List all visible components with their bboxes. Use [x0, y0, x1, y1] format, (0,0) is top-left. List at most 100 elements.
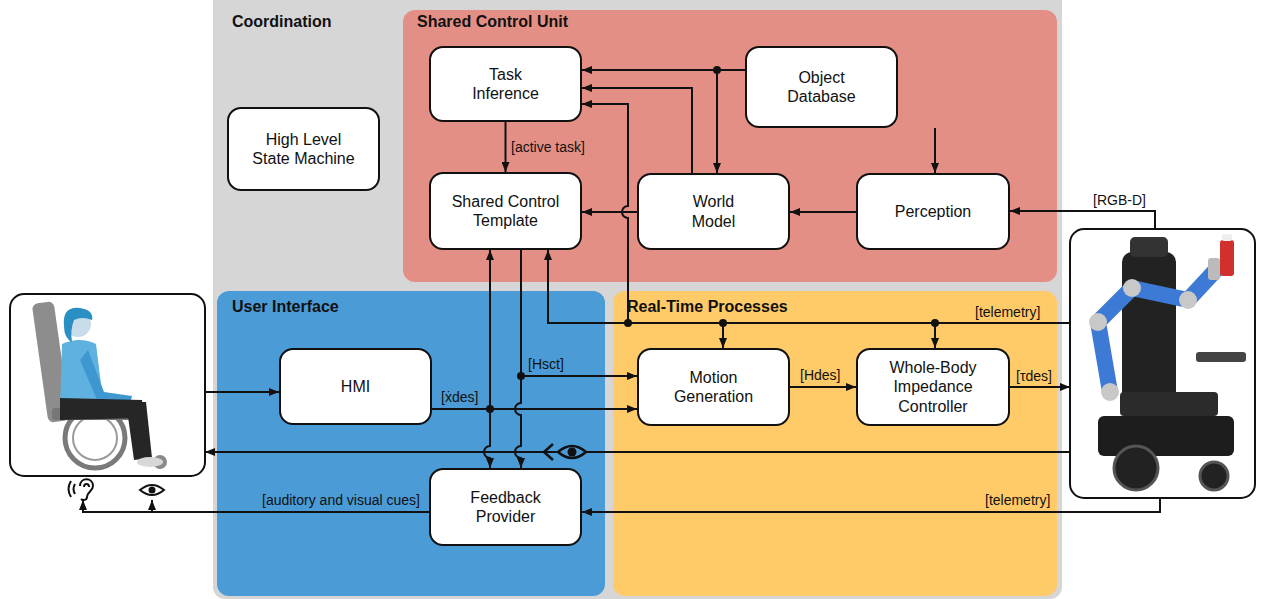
signal-label: [τdes] — [1016, 368, 1052, 384]
process-box: World Model — [637, 173, 790, 250]
signal-label: [ẋdes] — [441, 389, 478, 405]
box-label: Feedback Provider — [456, 488, 556, 526]
visual-wire — [205, 451, 1070, 453]
wheel-rim — [73, 416, 117, 460]
user-shin — [126, 402, 152, 460]
box-label: Shared Control Template — [446, 192, 566, 230]
box-label: Whole-Body Impedance Controller — [883, 358, 983, 416]
arm-joint — [1179, 291, 1197, 309]
bottle-cap — [1222, 234, 1232, 241]
user-frame — [10, 294, 205, 476]
connector-arrow — [790, 211, 856, 213]
region-title: Shared Control Unit — [403, 10, 1057, 32]
connector-arrow — [505, 122, 507, 172]
region-title: Coordination — [213, 0, 1062, 32]
box-label: Motion Generation — [664, 368, 764, 406]
junction-dots — [486, 66, 939, 413]
armrest-tray — [1196, 352, 1246, 362]
signal-label: [RGB-D] — [1093, 192, 1146, 208]
box-label: High Level State Machine — [248, 130, 360, 168]
connector-arrow — [790, 386, 856, 388]
eye-pupil — [149, 487, 156, 494]
ear-outline — [80, 479, 93, 500]
process-box: Task Inference — [429, 46, 582, 122]
region-panel: CoordinationShared Control UnitTask Infe… — [213, 0, 1062, 599]
box-label: Task Inference — [461, 65, 551, 103]
junction-dot — [931, 319, 939, 327]
signal-label: [telemetry] — [985, 492, 1050, 508]
robot-illustration — [1070, 229, 1255, 498]
drive-wheel — [1114, 446, 1158, 490]
signal-label: [auditory and visual cues] — [262, 492, 420, 508]
box-label: World Model — [674, 192, 754, 230]
user-illustration — [10, 294, 205, 476]
connector-arrow — [582, 211, 637, 213]
box-label: Perception — [895, 202, 972, 221]
robot-arm — [1098, 272, 1214, 392]
arm-joint — [1089, 313, 1107, 331]
arm-joint — [1101, 383, 1119, 401]
junction-dot — [486, 405, 494, 413]
telemetry-wire — [582, 104, 628, 323]
bottle — [1220, 240, 1234, 276]
signal-label: [telemetry] — [975, 304, 1040, 320]
gripper — [1208, 258, 1220, 280]
process-box: Object Database — [745, 46, 898, 128]
user-hair — [64, 308, 92, 342]
signal-label: [Hdes] — [800, 367, 840, 383]
connector-arrow — [432, 409, 490, 468]
eye-on-line — [544, 444, 586, 460]
edge-layer — [432, 70, 935, 468]
chevron — [544, 444, 553, 460]
eye-pupil — [568, 448, 577, 457]
junction-dot — [713, 66, 721, 74]
arm-joint — [1123, 279, 1141, 297]
region-title: User Interface — [217, 291, 605, 317]
region-panel: Shared Control UnitTask Inference Object … — [403, 10, 1057, 282]
signal-label: [Hsct] — [528, 356, 564, 372]
rgbd-wire — [1010, 211, 1155, 229]
process-box: Motion Generation — [637, 348, 790, 426]
signal-label: [active task] — [511, 139, 585, 155]
user-foot — [137, 457, 163, 467]
box-label: HMI — [341, 377, 370, 396]
seat-back — [1122, 252, 1176, 402]
eye-outline — [558, 446, 586, 458]
front-wheel — [1200, 462, 1228, 490]
connector-arrow — [582, 88, 692, 173]
layout-wires — [83, 104, 1160, 512]
connector-arrow — [717, 70, 745, 173]
user-arm — [80, 350, 132, 404]
process-box: Feedback Provider — [429, 468, 582, 546]
process-box: Shared Control Template — [429, 172, 582, 250]
chassis — [1098, 416, 1234, 456]
connector-arrow — [515, 250, 521, 468]
region-panel: Real-Time ProcessesMotion GenerationWhol… — [613, 291, 1057, 596]
headrest — [1130, 237, 1168, 257]
junction-dot — [517, 372, 525, 380]
torque-wire — [1010, 386, 1070, 388]
ear-inner — [84, 484, 89, 487]
sound-wave — [69, 481, 72, 497]
junction-dot — [719, 319, 727, 327]
telemetry-wire — [548, 250, 628, 323]
sound-wave — [74, 484, 76, 494]
connector-arrow — [934, 128, 936, 173]
process-box: HMI — [279, 348, 432, 425]
eye-outline — [140, 485, 164, 495]
process-box: High Level State Machine — [227, 107, 380, 191]
box-label: Object Database — [777, 68, 867, 106]
cue-wire — [151, 500, 153, 512]
connector-arrow — [432, 250, 490, 409]
connector-arrow — [521, 250, 637, 376]
seat-cushion — [1120, 392, 1218, 416]
user-input-wire — [205, 391, 279, 393]
process-box: Whole-Body Impedance Controller — [856, 348, 1010, 426]
junction-dot — [624, 319, 632, 327]
robot-frame — [1070, 229, 1255, 498]
process-box: Perception — [856, 173, 1010, 250]
ear-icon — [69, 479, 94, 500]
telemetry-wire — [582, 498, 1160, 512]
eye-icon — [140, 485, 164, 495]
telemetry-wire — [628, 322, 1070, 324]
